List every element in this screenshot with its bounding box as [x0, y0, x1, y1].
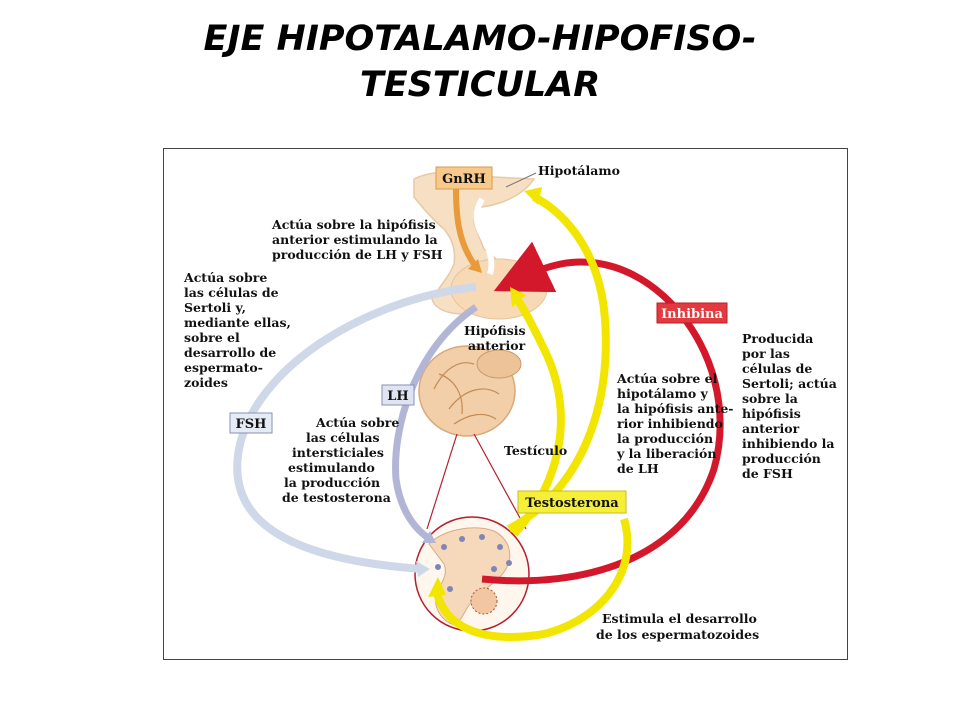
svg-text:mediante ellas,: mediante ellas,: [184, 315, 291, 330]
svg-text:zoides: zoides: [184, 375, 228, 390]
svg-text:la producción: la producción: [617, 431, 713, 446]
zoom-line-right: [473, 433, 527, 530]
svg-text:inhibiendo la: inhibiendo la: [742, 436, 834, 451]
lh-arrowhead: [422, 531, 436, 543]
svg-text:sobre el: sobre el: [184, 330, 240, 345]
gnrh-arrowhead: [468, 259, 482, 273]
axis-diagram-figure: GnRH Hipotálamo Hipófisis anterior Testí…: [163, 148, 848, 660]
inhibina-action-note: Producida por las células de Sertoli; ac…: [742, 331, 837, 481]
testosterone-feedback-note: Actúa sobre el hipotálamo y la hipófisis…: [616, 371, 733, 476]
svg-text:espermato-: espermato-: [184, 360, 263, 375]
svg-text:Actúa sobre: Actúa sobre: [315, 415, 399, 430]
lh-label: LH: [387, 389, 408, 404]
inhibina-box: [656, 302, 728, 324]
svg-text:de testosterona: de testosterona: [282, 490, 391, 505]
page-title-line-2: TESTICULAR: [359, 65, 601, 105]
tubule-lumen: [470, 587, 498, 615]
svg-text:hipófisis: hipófisis: [742, 406, 801, 421]
gnrh-action-note: Actúa sobre la hipófisis anterior estimu…: [271, 217, 443, 262]
lh-arrow: [392, 304, 478, 542]
svg-text:de LH: de LH: [617, 461, 659, 476]
testosterone-to-tubule-arrow: [432, 517, 632, 641]
svg-text:rior inhibiendo: rior inhibiendo: [617, 416, 723, 431]
svg-text:producción de LH y FSH: producción de LH y FSH: [272, 247, 443, 262]
svg-text:Actúa sobre: Actúa sobre: [183, 270, 267, 285]
svg-text:las células de: las células de: [184, 285, 279, 300]
pituitary-label-line-2: anterior: [468, 338, 526, 353]
svg-text:anterior estimulando la: anterior estimulando la: [272, 232, 438, 247]
lh-box: [381, 384, 415, 406]
inhibina-feedback-arrow: [481, 241, 724, 585]
svg-text:estimulando: estimulando: [288, 460, 375, 475]
svg-text:la hipófisis ante-: la hipófisis ante-: [617, 401, 733, 416]
testis-label: Testículo: [504, 443, 567, 458]
svg-text:de FSH: de FSH: [742, 466, 793, 481]
espermatozoides-note: Estimula el desarrollo de los espermatoz…: [596, 611, 759, 642]
svg-text:Sertoli; actúa: Sertoli; actúa: [742, 376, 837, 391]
testosterone-to-hypothalamus-arrow: [507, 193, 610, 533]
gnrh-label: GnRH: [442, 172, 486, 187]
fsh-arrow: [233, 283, 477, 573]
pituitary-label-line-1: Hipófisis: [464, 323, 526, 338]
gnrh-arrow: [453, 188, 479, 269]
testosterone-tubule-arrowhead: [428, 577, 446, 597]
gnrh-box: [435, 166, 493, 190]
svg-text:sobre la: sobre la: [742, 391, 798, 406]
page-title-line-1: EJE HIPOTALAMO-HIPOFISO-: [203, 19, 757, 59]
svg-text:producción: producción: [742, 451, 821, 466]
svg-text:las células: las células: [306, 430, 380, 445]
testosterona-label: Testosterona: [525, 496, 619, 511]
sertoli-cells: [435, 534, 512, 592]
zoom-line-left: [426, 433, 458, 530]
fsh-box: [229, 412, 273, 434]
svg-text:de los espermatozoides: de los espermatozoides: [596, 627, 759, 642]
fsh-action-note: Actúa sobre las células de Sertoli y, me…: [183, 270, 291, 390]
svg-text:células de: células de: [742, 361, 812, 376]
svg-text:desarrollo de: desarrollo de: [184, 345, 276, 360]
fsh-label: FSH: [236, 417, 267, 432]
lh-action-note: Actúa sobre las células intersticiales e…: [282, 415, 399, 505]
svg-text:intersticiales: intersticiales: [292, 445, 384, 460]
hypothalamus-label: Hipotálamo: [538, 163, 620, 178]
testosterona-box: [517, 490, 627, 514]
hypothalamic-pituitary-testicular-diagram: GnRH Hipotálamo Hipófisis anterior Testí…: [183, 163, 837, 642]
svg-text:hipotálamo y: hipotálamo y: [617, 386, 709, 401]
svg-text:Actúa sobre la hipófisis: Actúa sobre la hipófisis: [271, 217, 436, 232]
svg-text:y la liberación: y la liberación: [616, 446, 716, 461]
svg-text:la producción: la producción: [284, 475, 380, 490]
svg-text:por las: por las: [742, 346, 790, 361]
epididymis-shape: [476, 349, 522, 379]
hypothalamus-pointer: [505, 172, 537, 188]
svg-text:Actúa sobre el: Actúa sobre el: [616, 371, 718, 386]
svg-text:Producida: Producida: [742, 331, 813, 346]
fsh-arrowhead: [416, 561, 430, 577]
testosterone-pituitary-arrowhead: [510, 287, 526, 307]
svg-text:anterior: anterior: [742, 421, 800, 436]
svg-text:Sertoli y,: Sertoli y,: [184, 300, 246, 315]
svg-text:Estimula el desarrollo: Estimula el desarrollo: [602, 611, 757, 626]
testosterone-hypothalamus-arrowhead: [524, 187, 542, 205]
hypothalamus-white-stalk: [473, 197, 495, 275]
testis-lobules: [433, 362, 500, 425]
inhibina-label: Inhibina: [661, 307, 723, 322]
